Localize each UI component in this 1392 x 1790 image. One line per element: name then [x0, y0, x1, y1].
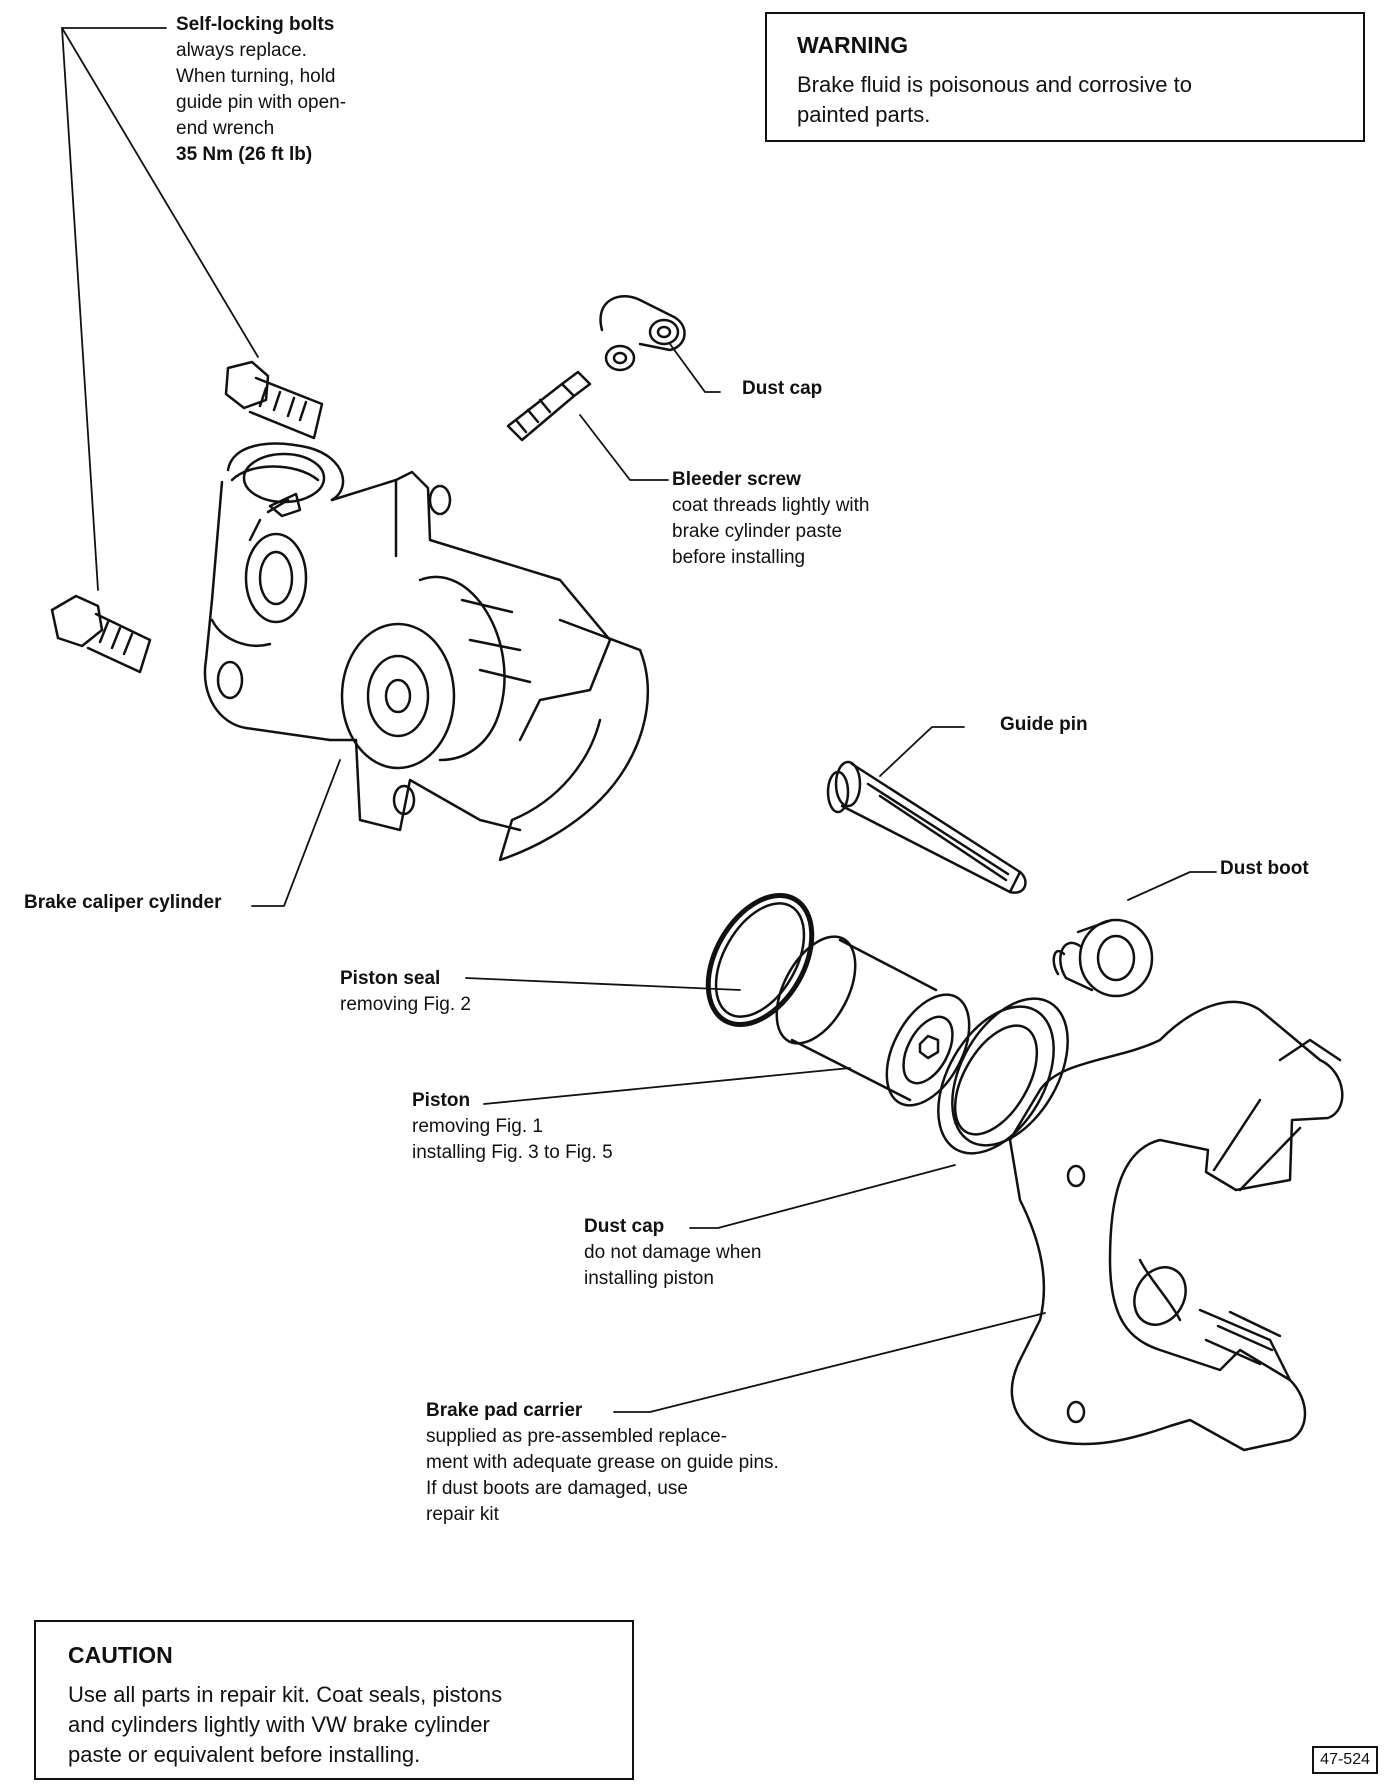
bolts-torque-value: 35 Nm (26 ft lb): [176, 144, 313, 165]
label-brake-caliper-cylinder: Brake caliper cylinder: [24, 890, 222, 916]
bleeder-title: Bleeder screw: [672, 469, 801, 490]
label-dust-cap-top: Dust cap: [742, 376, 822, 402]
caliper-cylinder-drawing: [203, 442, 650, 862]
dust-cap-lower-line-2: installing piston: [584, 1268, 714, 1289]
dust-cap-lower-line-1: do not damage when: [584, 1242, 762, 1263]
piston-seal-title: Piston seal: [340, 968, 441, 989]
carrier-line-4: repair kit: [426, 1504, 499, 1525]
caution-line-3: paste or equivalent before installing.: [68, 1742, 421, 1767]
label-dust-boot: Dust boot: [1220, 856, 1309, 882]
piston-seal-line-1: removing Fig. 2: [340, 994, 471, 1015]
caution-line-2: and cylinders lightly with VW brake cyli…: [68, 1712, 490, 1737]
bleeder-screw-drawing: [506, 370, 592, 442]
bleeder-line-1: coat threads lightly with: [672, 495, 870, 516]
warning-box: WARNING Brake fluid is poisonous and cor…: [765, 12, 1365, 142]
label-self-locking-bolts: Self-locking bolts always replace. When …: [176, 12, 346, 168]
bolts-line-2: When turning, hold: [176, 66, 336, 87]
bolts-title: Self-locking bolts: [176, 14, 335, 35]
warning-title: WARNING: [797, 32, 909, 58]
dust-cap-lower-drawing: [937, 997, 1069, 1155]
bleeder-line-2: brake cylinder paste: [672, 521, 843, 542]
leader-lines: [61, 27, 1217, 1413]
caliper-title: Brake caliper cylinder: [24, 892, 222, 913]
label-brake-pad-carrier: Brake pad carrier supplied as pre-assemb…: [426, 1398, 779, 1528]
warning-line-1: Brake fluid is poisonous and corrosive t…: [797, 72, 1192, 97]
piston-title: Piston: [412, 1090, 471, 1111]
label-guide-pin: Guide pin: [1000, 712, 1088, 738]
piston-seal-drawing: [705, 893, 815, 1027]
carrier-title: Brake pad carrier: [426, 1400, 583, 1421]
bleeder-line-3: before installing: [672, 547, 806, 568]
guide-pin-drawing: [826, 760, 1027, 894]
bolts-line-3: guide pin with open-: [176, 92, 347, 113]
carrier-line-3: If dust boots are damaged, use: [426, 1478, 688, 1499]
label-dust-cap-lower: Dust cap do not damage when installing p…: [584, 1214, 761, 1292]
label-piston-seal: Piston seal removing Fig. 2: [340, 966, 471, 1018]
piston-drawing: [775, 935, 971, 1107]
label-bleeder-screw: Bleeder screw coat threads lightly with …: [672, 467, 870, 571]
dust-boot-drawing: [1052, 918, 1154, 998]
figure-reference-number: 47-524: [1312, 1746, 1378, 1774]
caution-title: CAUTION: [68, 1642, 173, 1668]
dust-cap-top-drawing: [599, 295, 686, 372]
dust-cap-lower-title: Dust cap: [584, 1216, 665, 1237]
carrier-line-2: ment with adequate grease on guide pins.: [426, 1452, 779, 1473]
caution-box: CAUTION Use all parts in repair kit. Coa…: [34, 1620, 634, 1780]
label-piston: Piston removing Fig. 1 installing Fig. 3…: [412, 1088, 613, 1166]
bolts-line-1: always replace.: [176, 40, 307, 61]
piston-line-2: installing Fig. 3 to Fig. 5: [412, 1142, 613, 1163]
upper-bolt-drawing: [224, 360, 324, 440]
caution-line-1: Use all parts in repair kit. Coat seals,…: [68, 1682, 503, 1707]
bolts-line-4: end wrench: [176, 118, 275, 139]
dust-boot-title: Dust boot: [1220, 858, 1309, 879]
guide-pin-title: Guide pin: [1000, 714, 1088, 735]
warning-line-2: painted parts.: [797, 102, 931, 127]
brake-pad-carrier-drawing: [1008, 1000, 1344, 1452]
carrier-line-1: supplied as pre-assembled replace-: [426, 1426, 727, 1447]
piston-line-1: removing Fig. 1: [412, 1116, 543, 1137]
dust-cap-top-title: Dust cap: [742, 378, 823, 399]
lower-bolt-drawing: [50, 594, 152, 674]
